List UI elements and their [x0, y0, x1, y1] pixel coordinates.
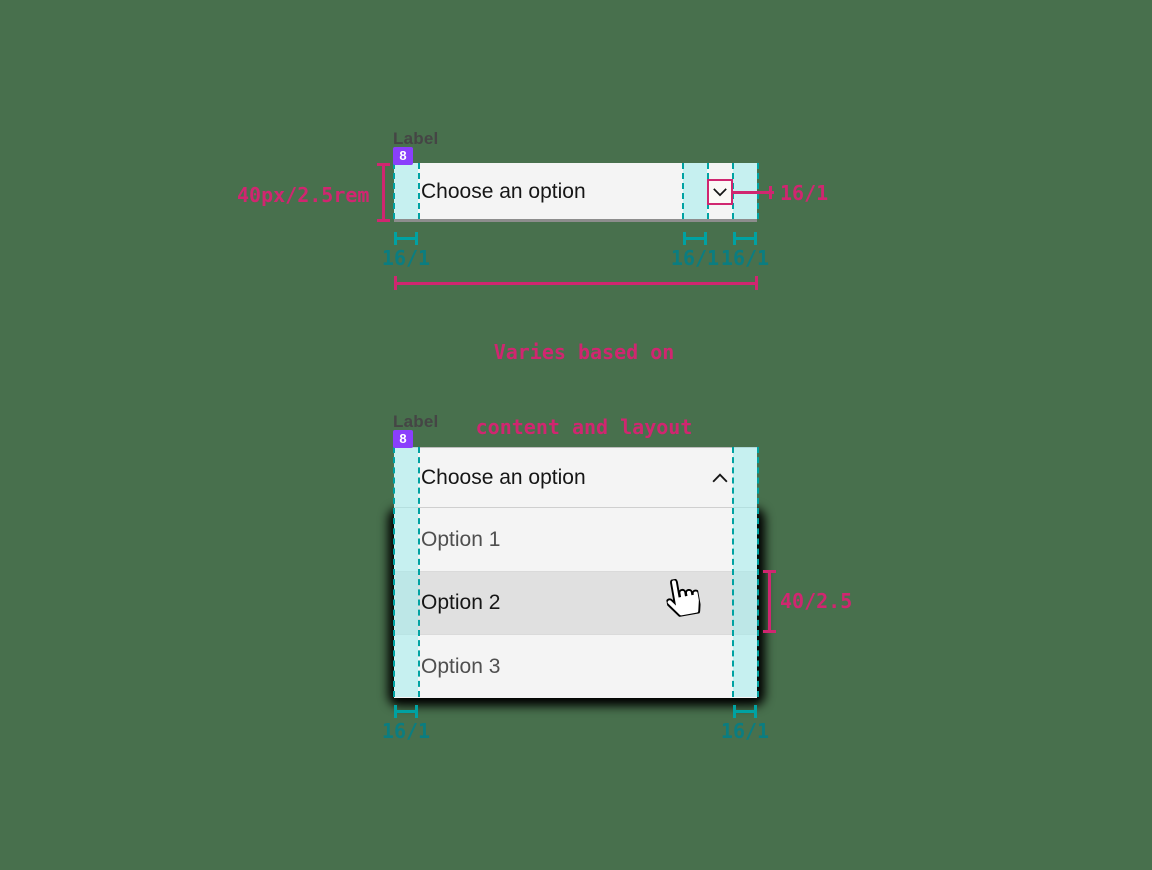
right-padding-highlight-open [732, 447, 759, 697]
option-label: Option 3 [421, 654, 501, 678]
icon-size-leader-line [732, 191, 774, 194]
icon-left-padding-highlight [682, 163, 709, 219]
width-annotation-line1: Varies based on [493, 340, 675, 364]
option-label: Option 1 [421, 527, 501, 551]
left-padding-highlight [393, 163, 420, 219]
icon-size-leader-tick [769, 186, 772, 199]
dropdown-option[interactable]: Option 3 [394, 634, 757, 698]
chevron-down-icon [711, 183, 729, 201]
right-padding-annotation: 16/1 [720, 246, 770, 270]
hand-cursor-icon [663, 575, 702, 618]
left-padding-annotation: 16/1 [381, 246, 431, 270]
dropdown-label-open: Label [393, 412, 439, 431]
dropdown-option-hovered[interactable]: Option 2 [394, 571, 757, 634]
option-label: Option 2 [421, 591, 501, 614]
option-height-annotation: 40/2.5 [780, 589, 853, 613]
left-padding-highlight-open [393, 447, 420, 697]
icon-size-annotation: 16/1 [780, 181, 829, 205]
dropdown-option[interactable]: Option 1 [394, 508, 757, 571]
dropdown-label: Label [393, 129, 439, 148]
dropdown-value-text: Choose an option [421, 180, 586, 203]
spacing-token-badge-open: 8 [393, 430, 413, 448]
height-measure-bracket [377, 163, 390, 222]
left-padding-annotation-open: 16/1 [381, 719, 431, 743]
right-padding-beam-open [733, 705, 757, 718]
icon-left-padding-beam [683, 232, 707, 245]
width-annotation-line2: content and layout [475, 415, 693, 439]
dropdown-field[interactable]: Choose an option [393, 163, 759, 222]
dropdown-menu: Option 1 Option 2 Option 3 [394, 507, 757, 698]
height-annotation: 40px/2.5rem [237, 183, 370, 207]
right-padding-beam [733, 232, 757, 245]
left-padding-beam [394, 232, 418, 245]
left-padding-beam-open [394, 705, 418, 718]
dropdown-field-open[interactable]: Choose an option [394, 447, 757, 507]
icon-left-padding-annotation: 16/1 [670, 246, 720, 270]
chevron-up-icon [710, 469, 730, 487]
option-height-measure-bracket [763, 570, 776, 633]
dropdown-value-text-open: Choose an option [421, 466, 586, 489]
spacing-token-badge: 8 [393, 147, 413, 165]
icon-size-annotation-box [707, 179, 733, 205]
width-annotation: Varies based on content and layout [394, 290, 774, 490]
right-padding-annotation-open: 16/1 [720, 719, 770, 743]
width-measure-bracket [394, 276, 758, 290]
